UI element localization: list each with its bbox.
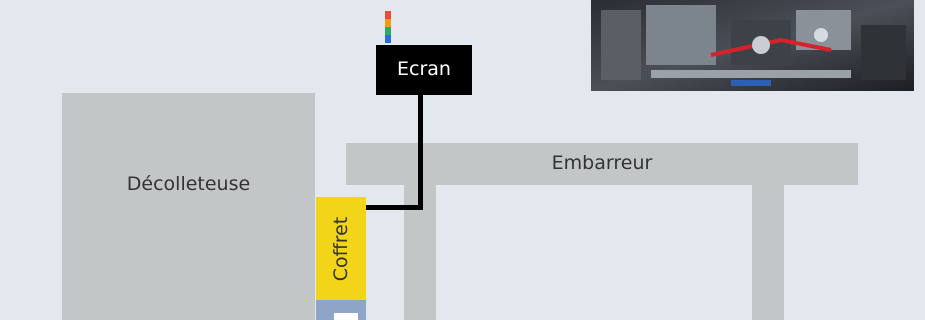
cable-horizontal	[366, 205, 423, 210]
decolleteuse-label: Décolleteuse	[62, 173, 315, 195]
coffret-label: Coffret	[330, 216, 352, 281]
machine-photo	[591, 0, 914, 91]
ecran-block: Ecran	[376, 45, 472, 95]
signal-light-segment	[385, 19, 391, 27]
coffret-base-window	[334, 313, 358, 320]
coffret-base	[316, 300, 366, 320]
signal-light-segment	[385, 27, 391, 35]
embarreur-leg-right	[752, 185, 784, 320]
ecran-label: Ecran	[376, 58, 472, 80]
coffret-block: Coffret	[316, 197, 366, 300]
signal-light-segment	[385, 11, 391, 19]
decolleteuse-block: Décolleteuse	[62, 93, 315, 320]
machine-photo-icon	[591, 0, 914, 91]
signal-light-segment	[385, 35, 391, 43]
cable-vertical	[418, 95, 423, 210]
